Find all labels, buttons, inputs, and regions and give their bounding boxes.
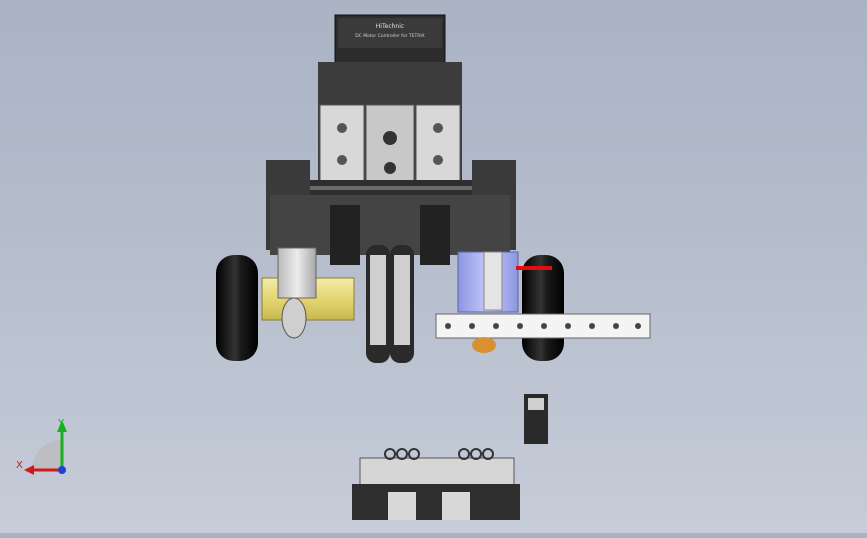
right-tire — [522, 255, 564, 361]
z-axis-dot — [58, 466, 66, 474]
x-axis-label: X — [16, 460, 23, 471]
controller-subtitle: DC Motor Controller for TETRIX — [355, 33, 425, 39]
upper-chassis — [318, 62, 462, 190]
gripper-part[interactable] — [524, 394, 548, 444]
detached-assembly[interactable] — [352, 448, 520, 520]
center-tracks — [366, 245, 414, 363]
left-tire — [216, 255, 258, 361]
controller-brand: HiTechnic — [376, 23, 404, 30]
lower-frame — [270, 195, 510, 255]
y-axis-label: Y — [57, 418, 65, 429]
coordinate-triad: Y X — [16, 418, 67, 475]
lift-arm-beam[interactable] — [435, 313, 651, 339]
